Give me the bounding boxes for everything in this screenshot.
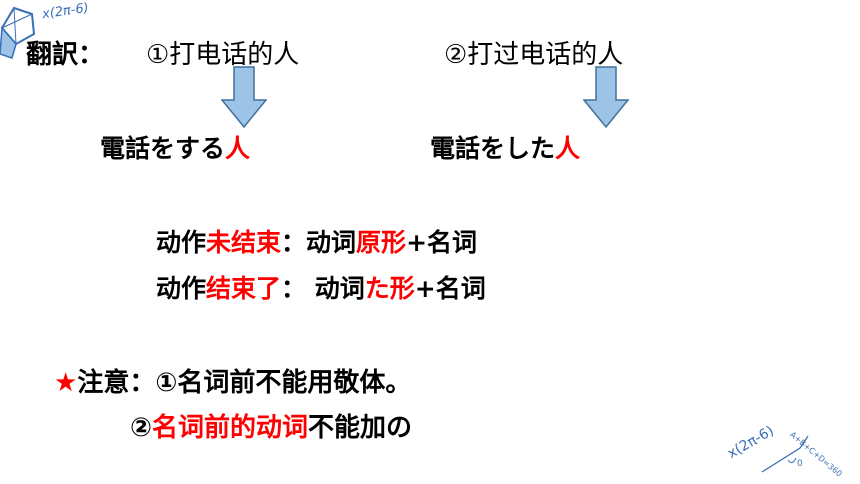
rule-text: ：动词 [281,228,357,257]
rule-line-2: 动作结束了： 动词た形+名词 [156,274,486,304]
result-highlight: 人 [555,134,581,163]
pentagon-logo-icon [0,6,36,59]
note-text: ② [130,413,153,443]
rule-text: +名词 [406,228,478,257]
rule-highlight: 未结束 [206,228,282,257]
rule-text: 动作 [156,274,207,303]
note-line-2: ②名词前的动词不能加の [130,413,412,443]
result-text: 電話をする [100,134,226,163]
note-highlight: 名词前的动词 [152,413,309,443]
rule-text: +名词 [414,274,486,303]
down-arrow-icon [221,66,267,128]
note-text: 不能加の [308,413,413,443]
rule-highlight: 原形 [356,228,407,257]
rule-text: 动作 [156,228,207,257]
rule-highlight: た形 [364,274,415,303]
down-arrow-icon [583,66,629,128]
result-highlight: 人 [225,134,251,163]
translation-label: 翻訳： [26,40,105,70]
note-text: 注意：①名词前不能用敬体。 [77,368,412,398]
translation-result-1: 電話をする人 [100,134,250,164]
translation-item-1: ①打电话的人 [146,40,300,70]
rule-text: ： 动词 [281,274,365,303]
rule-line-1: 动作未结束：动词原形+名词 [156,228,477,258]
bottom-zero: 0 [797,459,803,469]
result-text: 電話をした [430,134,556,163]
rule-highlight: 结束了 [206,274,282,303]
geometry-decoration-icon [761,435,809,473]
translation-result-2: 電話をした人 [430,134,580,164]
star-icon: ★ [54,368,78,398]
translation-item-2: ②打过电话的人 [444,40,624,70]
note-line-1: ★注意：①名词前不能用敬体。 [54,368,411,398]
